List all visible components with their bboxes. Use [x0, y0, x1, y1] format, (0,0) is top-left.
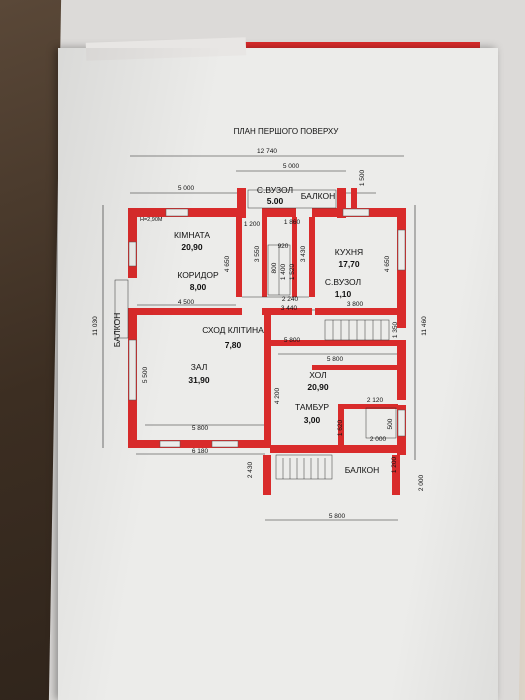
room-name-balcony-top: БАЛКОН [301, 191, 335, 201]
dim-label: 6 180 [192, 448, 209, 455]
dim-label: 1 200 [244, 221, 261, 228]
dim-label: 2 000 [370, 436, 387, 443]
dim-label: 4 650 [384, 255, 391, 272]
room-area-tambur: 3,00 [304, 415, 321, 425]
dim-label: 11 460 [421, 316, 428, 336]
dim-label: 5 800 [329, 513, 346, 520]
dim-label: 1 860 [284, 219, 301, 226]
left-balcony-outline [114, 279, 129, 339]
dim-label: 4 200 [274, 387, 281, 404]
room-area-wc-top: 5.00 [267, 196, 284, 206]
dim-label: 2 000 [418, 474, 425, 491]
dim-label: 2 240 [282, 296, 299, 303]
dim-label: 920 [278, 243, 289, 250]
dim-label: 1 200 [391, 456, 398, 473]
dim-label: 3 440 [281, 305, 298, 312]
room-area-stairwell: 7,80 [225, 340, 242, 350]
dim-label: 5 800 [284, 337, 301, 344]
dim-label: 1 400 [280, 263, 287, 280]
room-name-wc-small: С.ВУЗОЛ [325, 277, 361, 287]
dim-label: 3 430 [300, 245, 307, 262]
plan-title: ПЛАН ПЕРШОГО ПОВЕРХУ [234, 127, 340, 136]
dimension-labels: 12 740 5 000 5 000 1 500 1 200 1 860 920… [92, 148, 428, 520]
dim-label: 3 800 [347, 301, 364, 308]
room-name-kimnata: КІМНАТА [174, 230, 210, 240]
room-area-kitchen: 17,70 [338, 259, 360, 269]
room-name-wc-top: С.ВУЗОЛ [257, 185, 293, 195]
dim-label: 1 520 [289, 263, 296, 280]
dim-label: 1 350 [392, 321, 399, 338]
room-name-hall: ЗАЛ [191, 362, 208, 372]
dim-label: 2 120 [367, 397, 384, 404]
interior-lines [242, 189, 397, 480]
dim-label: 5 000 [178, 185, 195, 192]
room-name-kitchen: КУХНЯ [335, 247, 363, 257]
dim-label: 4 650 [224, 255, 231, 272]
room-name-balcony-left: БАЛКОН [112, 313, 122, 347]
dim-label: 500 [387, 418, 394, 429]
dim-label: 5 800 [192, 425, 209, 432]
room-area-hall: 31,90 [188, 375, 210, 385]
ceiling-height: H=2,90М [140, 217, 163, 223]
room-name-balcony-bottom: БАЛКОН [345, 465, 379, 475]
dim-label: 11 030 [92, 316, 99, 336]
room-area-corridor: 8,00 [190, 282, 207, 292]
dim-label: 5 500 [142, 366, 149, 383]
room-area-lobby: 20,90 [307, 382, 329, 392]
room-name-lobby: ХОЛ [309, 370, 326, 380]
dim-label: 3 550 [254, 245, 261, 262]
dim-label: 2 430 [247, 461, 254, 478]
room-area-kimnata: 20,90 [181, 242, 203, 252]
dim-label: 800 [271, 262, 278, 273]
dim-label: 5 000 [283, 163, 300, 170]
dim-label: 12 740 [257, 148, 277, 155]
room-name-corridor: КОРИДОР [177, 270, 219, 280]
room-area-wc-small: 1,10 [335, 289, 352, 299]
dim-label: 4 500 [178, 299, 195, 306]
room-labels: H=2,90М С.ВУЗОЛ 5.00 БАЛКОН КІМНАТА 20,9… [112, 185, 379, 475]
dim-label: 1 500 [359, 169, 366, 186]
room-name-tambur: ТАМБУР [295, 402, 329, 412]
room-name-stairwell: СХОД КЛІТИНА [202, 325, 264, 335]
dim-label: 5 800 [327, 356, 344, 363]
dim-label: 1 620 [337, 419, 344, 436]
windows [128, 208, 406, 448]
